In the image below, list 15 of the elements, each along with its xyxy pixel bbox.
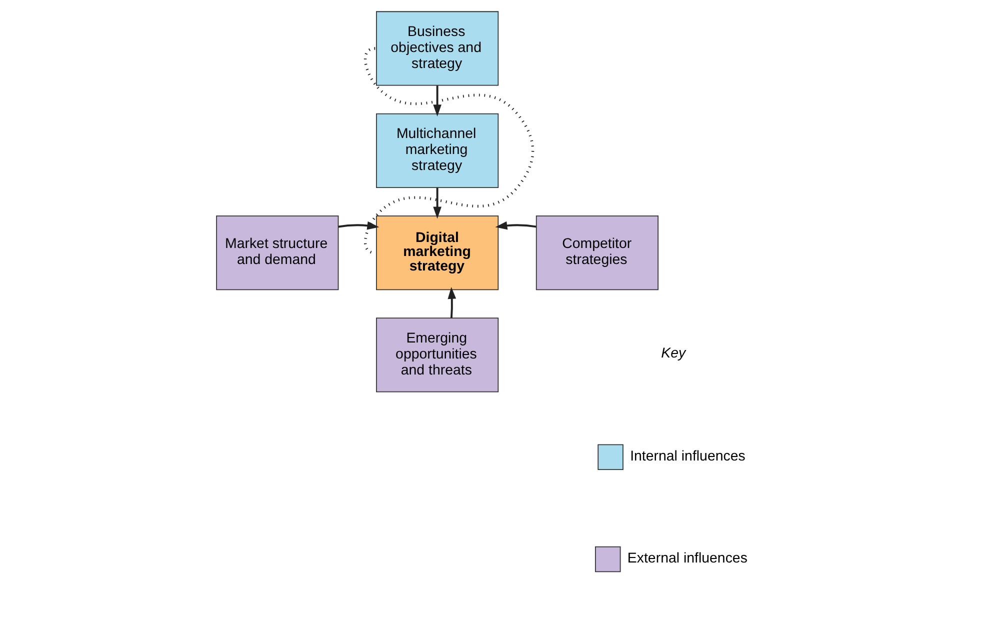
arrow <box>338 221 380 230</box>
node-box: Market structure and demand <box>216 216 339 290</box>
node-box: Digital marketing strategy <box>376 216 499 290</box>
arrow <box>495 221 536 230</box>
legend-label: Internal influences <box>630 448 746 465</box>
node-box: Competitor strategies <box>536 216 659 290</box>
node-box: Emerging opportunities and threats <box>376 318 499 392</box>
arrow <box>448 287 456 318</box>
legend-label: External influences <box>627 550 748 567</box>
arrow <box>433 86 442 117</box>
node-box: Business objectives and strategy <box>376 11 499 86</box>
label: Key <box>661 345 686 362</box>
arrow <box>433 188 442 219</box>
connector <box>364 47 534 254</box>
node-box: Multichannel marketing strategy <box>376 113 499 188</box>
